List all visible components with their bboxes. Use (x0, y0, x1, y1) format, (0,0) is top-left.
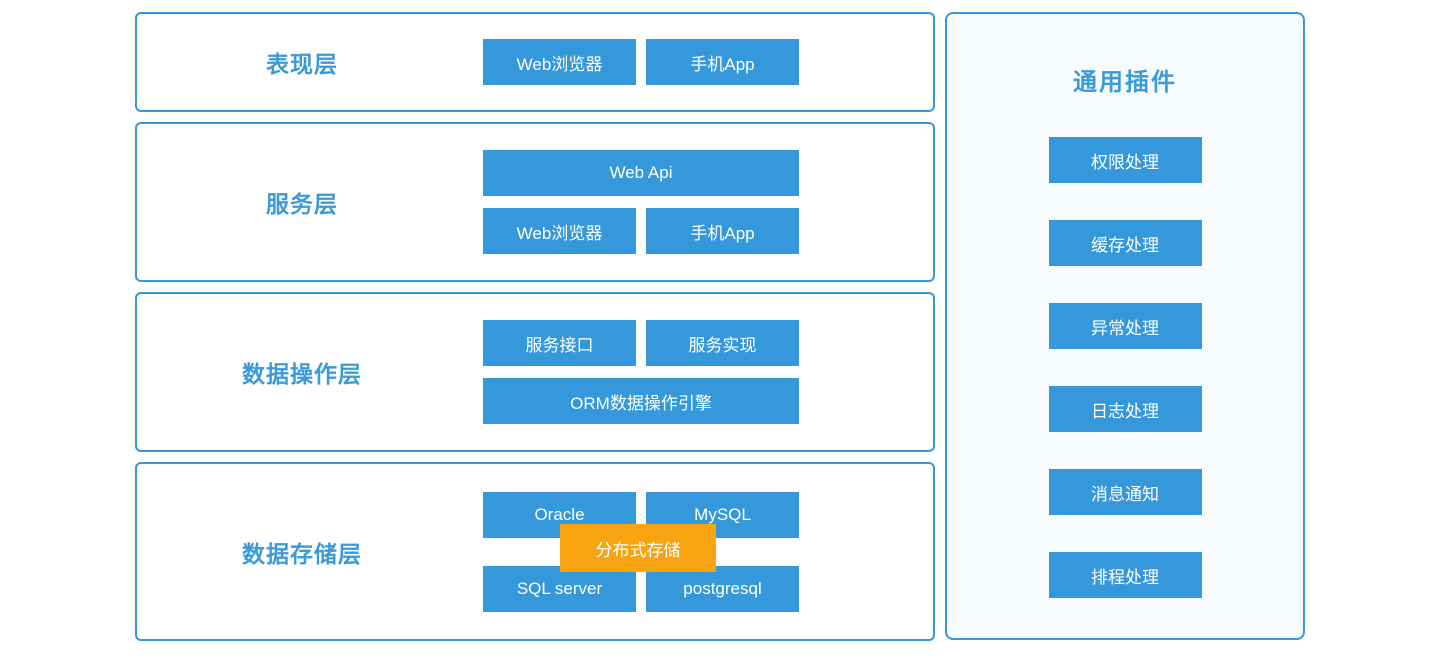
component-button[interactable]: Web浏览器 (483, 208, 636, 254)
component-button[interactable]: Web Api (483, 150, 799, 196)
layer-section-presentation: 表现层 Web浏览器手机App (135, 12, 935, 112)
plugins-title: 通用插件 (1073, 69, 1177, 96)
plugin-button[interactable]: 日志处理 (1048, 386, 1202, 432)
component-button[interactable]: Web浏览器 (483, 39, 636, 85)
layer-label: 服务层 (266, 191, 338, 217)
layer-section-data-operation: 数据操作层 服务接口服务实现 ORM数据操作引擎 (135, 292, 935, 452)
component-button[interactable]: 服务接口 (483, 320, 636, 366)
layer-label: 数据存储层 (242, 540, 362, 567)
plugin-button[interactable]: 排程处理 (1048, 552, 1202, 598)
component-button[interactable]: 手机App (646, 39, 799, 85)
plugins-list: 权限处理缓存处理异常处理日志处理消息通知排程处理 (947, 137, 1303, 598)
component-row: Web浏览器手机App (483, 39, 799, 85)
component-button[interactable]: postgresql (646, 565, 799, 612)
distributed-storage-button[interactable]: 分布式存储 (560, 524, 716, 572)
layer-components: 服务接口服务实现 ORM数据操作引擎 (483, 320, 799, 424)
component-button[interactable]: ORM数据操作引擎 (483, 378, 799, 424)
component-row: Web Api (483, 150, 799, 196)
plugin-button[interactable]: 权限处理 (1048, 137, 1202, 183)
component-row: Web浏览器手机App (483, 208, 799, 254)
plugin-button[interactable]: 异常处理 (1048, 303, 1202, 349)
component-row: 服务接口服务实现 (483, 320, 799, 366)
layer-label: 数据操作层 (242, 361, 362, 387)
plugin-button[interactable]: 缓存处理 (1048, 220, 1202, 266)
component-button[interactable]: 手机App (646, 208, 799, 254)
component-row: ORM数据操作引擎 (483, 378, 799, 424)
layer-label: 表现层 (266, 51, 338, 77)
component-button[interactable]: SQL server (483, 565, 636, 612)
plugins-panel: 通用插件 权限处理缓存处理异常处理日志处理消息通知排程处理 (945, 12, 1305, 640)
layer-components: Web浏览器手机App (483, 39, 799, 85)
plugin-button[interactable]: 消息通知 (1048, 469, 1202, 515)
component-button[interactable]: Oracle (483, 491, 636, 538)
component-button[interactable]: 服务实现 (646, 320, 799, 366)
